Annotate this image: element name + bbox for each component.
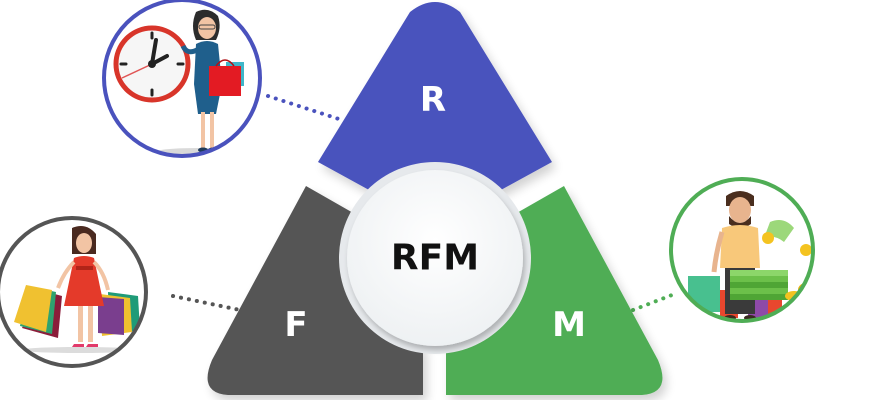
segment-recency-label: R <box>420 80 446 120</box>
shopping-bag-icon <box>14 285 62 338</box>
shopping-bag-icon <box>98 292 140 336</box>
recency-illustration <box>102 0 262 158</box>
segment-recency <box>318 2 552 208</box>
segment-frequency <box>207 186 423 395</box>
segment-monetary <box>446 186 663 395</box>
connector-recency <box>266 94 347 123</box>
frequency-illustration <box>0 216 148 368</box>
connector-monetary <box>631 293 674 312</box>
clock-icon <box>113 25 191 103</box>
shopping-bag-icon <box>209 59 244 96</box>
segment-frequency-label: F <box>284 305 307 345</box>
segment-monetary-label: M <box>552 305 586 345</box>
cash-stack-icon <box>730 220 794 300</box>
woman-figure-icon <box>56 226 110 347</box>
woman-figure-icon <box>180 9 222 153</box>
center-title: RFM <box>391 238 479 279</box>
center-circle <box>347 170 523 346</box>
monetary-illustration <box>669 177 815 323</box>
connector-frequency <box>171 294 242 312</box>
